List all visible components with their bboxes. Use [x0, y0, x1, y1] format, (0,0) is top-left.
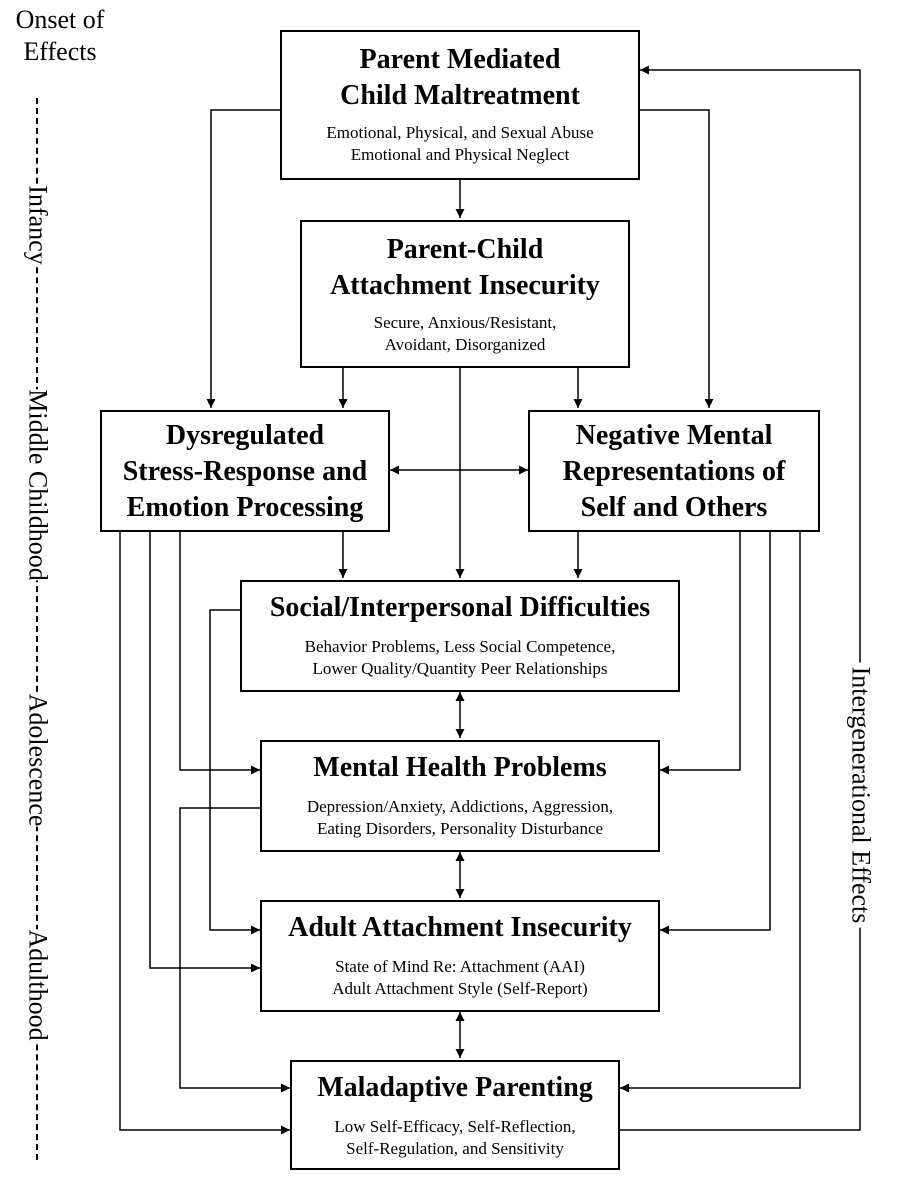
- adult-title-line-1: Adult Attachment Insecurity: [288, 912, 632, 943]
- arrow-negative-to-mental: [660, 532, 741, 775]
- adult-sub-line-1: State of Mind Re: Attachment (AAI): [335, 957, 585, 976]
- adult-subtitle: State of Mind Re: Attachment (AAI) Adult…: [262, 956, 658, 1000]
- intergenerational-effects-label: Intergenerational Effects: [844, 662, 875, 928]
- negative-title: Negative Mental Representations of Self …: [530, 418, 818, 526]
- adult-title: Adult Attachment Insecurity: [262, 910, 658, 946]
- box-mental-health-problems: Mental Health Problems Depression/Anxiet…: [260, 740, 660, 852]
- attachment-title-line-1: Parent-Child: [386, 234, 544, 265]
- box-parent-mediated-child-maltreatment: Parent Mediated Child Maltreatment Emoti…: [280, 30, 640, 180]
- arrow-social-to-adult: [209, 609, 260, 935]
- parenting-sub-line-2: Self-Regulation, and Sensitivity: [346, 1139, 564, 1158]
- mental-title-line-1: Mental Health Problems: [313, 752, 607, 783]
- negative-title-line-2: Representations of: [562, 456, 786, 487]
- social-title-line-1: Social/Interpersonal Difficulties: [269, 592, 651, 623]
- parenting-title-line-1: Maladaptive Parenting: [317, 1072, 593, 1103]
- attachment-title-line-2: Attachment Insecurity: [330, 270, 600, 301]
- attachment-title: Parent-Child Attachment Insecurity: [302, 232, 628, 304]
- mental-sub-line-1: Depression/Anxiety, Addictions, Aggressi…: [306, 797, 614, 816]
- dysregulated-title-line-1: Dysregulated: [165, 420, 325, 451]
- social-title: Social/Interpersonal Difficulties: [242, 590, 678, 626]
- arrow-negative-to-adult: [660, 532, 771, 935]
- parenting-title: Maladaptive Parenting: [292, 1070, 618, 1106]
- adult-sub-line-2: Adult Attachment Style (Self-Report): [332, 979, 588, 998]
- onset-heading-line-1: Onset of: [15, 5, 105, 34]
- onset-heading-line-2: Effects: [23, 37, 97, 66]
- attachment-sub-line-1: Secure, Anxious/Resistant,: [373, 313, 557, 332]
- arrow-dysregulated-to-parenting: [119, 532, 290, 1135]
- arrow-maltreatment-to-dysregulated: [206, 109, 282, 408]
- arrow-maltreatment-to-negative: [638, 109, 714, 408]
- mental-title: Mental Health Problems: [262, 750, 658, 786]
- parenting-subtitle: Low Self-Efficacy, Self-Reflection, Self…: [292, 1116, 618, 1160]
- maltreatment-sub-line-1: Emotional, Physical, and Sexual Abuse: [326, 123, 594, 142]
- arrow-negative-to-parenting: [620, 532, 801, 1093]
- arrow-dysregulated-to-adult: [149, 532, 260, 973]
- dysregulated-title-line-3: Emotion Processing: [126, 492, 364, 523]
- parenting-sub-line-1: Low Self-Efficacy, Self-Reflection,: [334, 1117, 576, 1136]
- negative-title-line-3: Self and Others: [580, 492, 768, 523]
- dysregulated-title-line-2: Stress-Response and: [122, 456, 368, 487]
- mental-sub-line-2: Eating Disorders, Personality Disturbanc…: [316, 819, 604, 838]
- box-adult-attachment-insecurity: Adult Attachment Insecurity State of Min…: [260, 900, 660, 1012]
- box-parent-child-attachment-insecurity: Parent-Child Attachment Insecurity Secur…: [300, 220, 630, 368]
- maltreatment-title: Parent Mediated Child Maltreatment: [282, 42, 638, 114]
- attachment-sub-line-2: Avoidant, Disorganized: [384, 335, 546, 354]
- social-sub-line-2: Lower Quality/Quantity Peer Relationship…: [312, 659, 608, 678]
- maltreatment-subtitle: Emotional, Physical, and Sexual Abuse Em…: [282, 122, 638, 166]
- onset-of-effects-heading: Onset of Effects: [6, 4, 114, 68]
- arrow-intergenerational: [620, 65, 861, 1131]
- social-subtitle: Behavior Problems, Less Social Competenc…: [242, 636, 678, 680]
- dysregulated-title: Dysregulated Stress-Response and Emotion…: [102, 418, 388, 526]
- arrow-mental-to-parenting: [179, 807, 290, 1093]
- negative-title-line-1: Negative Mental: [575, 420, 773, 451]
- maltreatment-title-line-1: Parent Mediated: [359, 44, 561, 75]
- maltreatment-title-line-2: Child Maltreatment: [340, 80, 580, 111]
- box-negative-mental-representations: Negative Mental Representations of Self …: [528, 410, 820, 532]
- box-dysregulated-stress-response: Dysregulated Stress-Response and Emotion…: [100, 410, 390, 532]
- attachment-subtitle: Secure, Anxious/Resistant, Avoidant, Dis…: [302, 312, 628, 356]
- mental-subtitle: Depression/Anxiety, Addictions, Aggressi…: [262, 796, 658, 840]
- social-sub-line-1: Behavior Problems, Less Social Competenc…: [304, 637, 616, 656]
- maltreatment-sub-line-2: Emotional and Physical Neglect: [350, 145, 570, 164]
- timeline-axis: [36, 98, 38, 1160]
- box-social-interpersonal-difficulties: Social/Interpersonal Difficulties Behavi…: [240, 580, 680, 692]
- arrow-dysregulated-to-mental: [179, 532, 260, 775]
- box-maladaptive-parenting: Maladaptive Parenting Low Self-Efficacy,…: [290, 1060, 620, 1170]
